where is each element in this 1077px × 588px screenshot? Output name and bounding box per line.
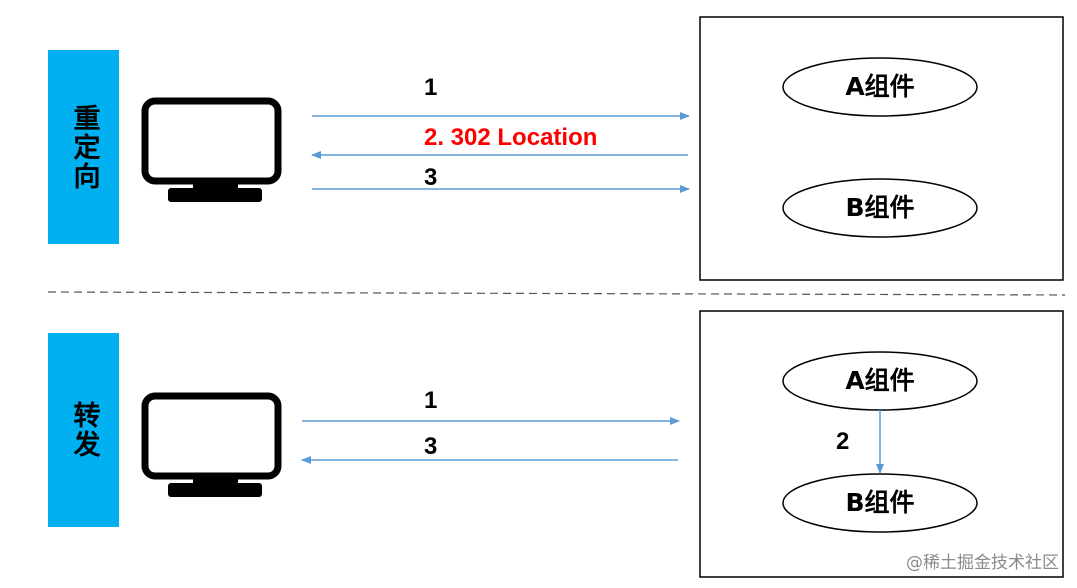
watermark: @稀土掘金技术社区 [906,553,1059,573]
redirect-component-a: A组件 [845,72,915,101]
server-box [699,16,1064,281]
forward-step-2: 2 [836,428,850,455]
forward-component-b: B组件 [845,488,915,517]
forward-step-3: 3 [424,433,438,460]
component-b-ellipse [782,178,978,238]
server-box-2 [699,310,1064,578]
redirect-step-3: 3 [424,164,438,191]
redirect-step-2: 2. 302 Location [424,124,598,151]
section-divider [47,291,1066,296]
client-monitor-icon [141,97,282,202]
client-monitor-icon-2 [141,392,282,497]
redirect-step-1: 1 [424,74,438,101]
redirect-label-block: 重定向 [48,50,119,244]
forward-component-a: A组件 [845,366,915,395]
redirect-component-b: B组件 [845,193,915,222]
component-b-ellipse-2 [782,473,978,533]
component-a-ellipse [782,57,978,117]
redirect-label: 重定向 [68,103,100,191]
forward-label-block: 转发 [48,333,119,527]
forward-step-1: 1 [424,387,438,414]
forward-label: 转发 [68,401,100,459]
